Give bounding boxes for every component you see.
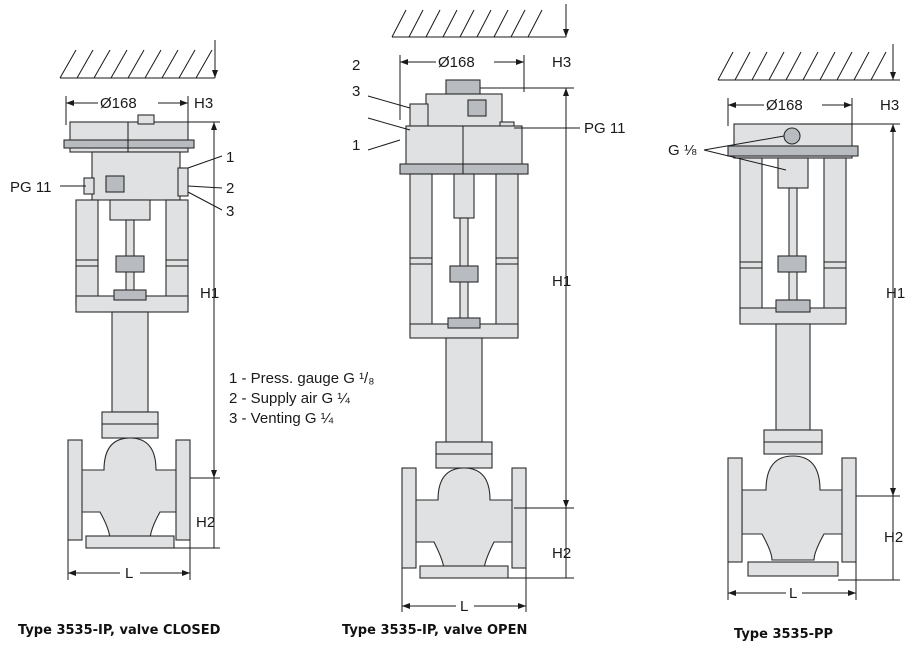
- diameter-label: Ø168: [438, 54, 475, 71]
- yoke-right: [823, 157, 847, 319]
- h1-label: H1: [552, 273, 571, 290]
- valve-body: [741, 455, 845, 561]
- yoke-left: [75, 199, 99, 306]
- callout-2: 2: [226, 180, 234, 197]
- ceiling-hatch: [391, 4, 569, 38]
- l-label: L: [460, 598, 468, 615]
- valve-body: [413, 467, 515, 571]
- legend-item-1: 1 - Press. gauge G ¹/₈: [229, 370, 374, 387]
- callout-3: 3: [226, 203, 234, 220]
- yoke-left: [739, 157, 763, 319]
- figure-3535-ip-open: Ø168 H3 2 3 1 PG 11: [342, 4, 625, 638]
- yoke-left: [409, 173, 433, 335]
- h2-label: H2: [552, 545, 571, 562]
- h3-label: H3: [552, 54, 571, 71]
- legend-item-2: 2 - Supply air G ¼: [229, 390, 350, 407]
- connector-label: PG 11: [10, 179, 51, 196]
- l-label: L: [125, 565, 133, 582]
- gauge-port: [783, 127, 801, 145]
- bonnet-neck: [111, 311, 149, 413]
- figure-caption: Type 3535-IP, valve CLOSED: [18, 623, 221, 638]
- connector-label: G ⅛: [668, 142, 697, 159]
- stem: [788, 187, 798, 315]
- positioner-block: [91, 151, 181, 201]
- legend: 1 - Press. gauge G ¹/₈ 2 - Supply air G …: [229, 370, 374, 427]
- connector-label: PG 11: [584, 120, 625, 137]
- diameter-label: Ø168: [100, 95, 137, 112]
- figure-3535-ip-closed: Ø168 H3 PG 11 1 2 3: [10, 40, 234, 638]
- yoke-right: [165, 199, 189, 306]
- handwheel: [445, 79, 481, 95]
- callout-1: 1: [352, 137, 360, 154]
- valve-body: [79, 437, 181, 541]
- h3-label: H3: [880, 97, 899, 114]
- figure-caption: Type 3535-PP: [734, 627, 833, 642]
- h1-label: H1: [886, 285, 905, 302]
- h1-label: H1: [200, 285, 219, 302]
- callout-3: 3: [352, 83, 360, 100]
- yoke-right: [495, 173, 519, 335]
- callout-1: 1: [226, 149, 234, 166]
- ceiling-hatch: [59, 40, 218, 79]
- legend-item-3: 3 - Venting G ¼: [229, 410, 334, 427]
- figure-caption: Type 3535-IP, valve OPEN: [342, 623, 527, 638]
- figure-3535-pp: Ø168 H3 G ⅛ H1: [668, 44, 905, 642]
- h2-label: H2: [196, 514, 215, 531]
- l-label: L: [789, 585, 797, 602]
- callout-2: 2: [352, 57, 360, 74]
- h2-label: H2: [884, 529, 903, 546]
- h3-label: H3: [194, 95, 213, 112]
- ceiling-hatch: [717, 44, 900, 81]
- bonnet-neck: [445, 337, 483, 443]
- bonnet-neck: [775, 323, 811, 431]
- positioner-block: [425, 93, 503, 127]
- diameter-label: Ø168: [766, 97, 803, 114]
